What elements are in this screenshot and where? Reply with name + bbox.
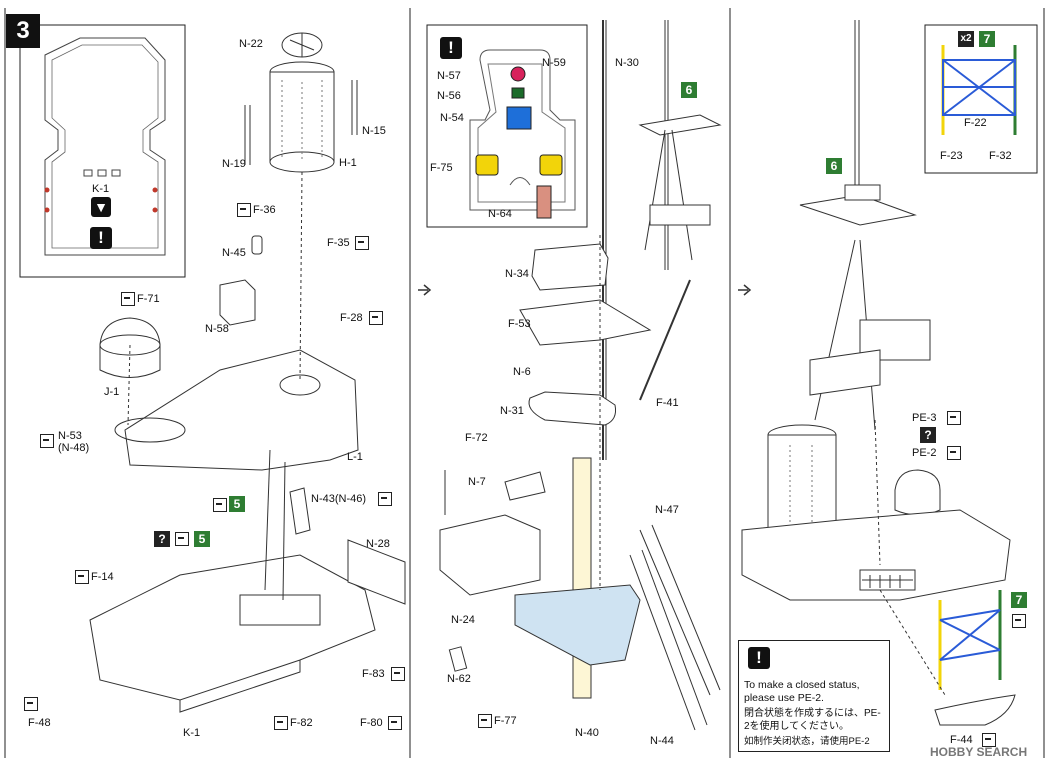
label-n28: N-28 <box>366 538 390 550</box>
direction-tag-icon <box>237 203 251 217</box>
step-ref-badge: 6 <box>681 82 697 98</box>
direction-tag-icon <box>391 667 405 681</box>
label-n59: N-59 <box>542 57 566 69</box>
label-f32: F-32 <box>989 150 1012 162</box>
label-f77: F-77 <box>494 715 517 727</box>
label-n6: N-6 <box>513 366 531 378</box>
label-k1: K-1 <box>183 727 201 739</box>
label-n57: N-57 <box>437 70 461 82</box>
label-f28: F-28 <box>340 312 363 324</box>
label-f83: F-83 <box>362 668 385 680</box>
label-j1: J-1 <box>104 386 120 398</box>
direction-tag-icon <box>478 714 492 728</box>
direction-tag-icon <box>369 311 383 325</box>
watermark: HOBBY SEARCH <box>930 745 1028 759</box>
label-f36: F-36 <box>253 204 276 216</box>
label-n31: N-31 <box>500 405 524 417</box>
note-chinese: 如制作关闭状态，请使用PE-2 <box>744 736 870 747</box>
label-n45: N-45 <box>222 247 246 259</box>
label-n56: N-56 <box>437 90 461 102</box>
label-k1-inset: K-1 <box>92 183 110 195</box>
direction-tag-icon <box>213 498 227 512</box>
step-ref-badge: 5 <box>194 531 210 547</box>
direction-tag-icon <box>175 532 189 546</box>
note-english: To make a closed status, please use PE-2… <box>744 679 860 704</box>
label-n43: N-43(N-46) <box>311 493 367 505</box>
label-n19: N-19 <box>222 158 246 170</box>
question-icon: ? <box>920 427 936 443</box>
note-japanese: 閉合状態を作成するには、PE-2を使用してください。 <box>744 708 881 732</box>
label-n15: N-15 <box>362 125 386 137</box>
label-n64: N-64 <box>488 208 512 220</box>
label-f71: F-71 <box>137 293 160 305</box>
label-l1: L-1 <box>347 451 363 463</box>
direction-tag-icon <box>947 411 961 425</box>
label-n30: N-30 <box>615 57 639 69</box>
direction-tag-icon <box>378 492 392 506</box>
step-ref-badge: 6 <box>826 158 842 174</box>
direction-tag-icon <box>24 697 38 711</box>
direction-tag-icon <box>121 292 135 306</box>
label-f53: F-53 <box>508 318 531 330</box>
label-f23: F-23 <box>940 150 963 162</box>
warning-icon: ! <box>90 227 112 249</box>
label-f44: F-44 <box>950 734 973 746</box>
label-f72: F-72 <box>465 432 488 444</box>
label-pe3: PE-3 <box>912 412 937 424</box>
label-f22: F-22 <box>964 117 987 129</box>
question-icon: ? <box>154 531 170 547</box>
label-n62: N-62 <box>447 673 471 685</box>
warning-icon: ! <box>440 37 462 59</box>
direction-tag-icon <box>274 716 288 730</box>
label-f35: F-35 <box>327 237 350 249</box>
label-h1: H-1 <box>339 157 357 169</box>
label-f75: F-75 <box>430 162 453 174</box>
label-pe2: PE-2 <box>912 447 937 459</box>
label-n54: N-54 <box>440 112 464 124</box>
step-ref-badge: 7 <box>979 31 995 47</box>
label-n48: (N-48) <box>58 442 90 454</box>
label-n47: N-47 <box>655 504 679 516</box>
label-f14: F-14 <box>91 571 114 583</box>
direction-tag-icon <box>40 434 54 448</box>
note-box: ! To make a closed status, please use PE… <box>738 640 890 752</box>
label-n40: N-40 <box>575 727 599 739</box>
label-f82: F-82 <box>290 717 313 729</box>
step-number: 3 <box>6 14 40 48</box>
label-f41: F-41 <box>656 397 679 409</box>
label-n24: N-24 <box>451 614 475 626</box>
quantity-badge: x2 <box>958 31 974 47</box>
direction-tag-icon <box>75 570 89 584</box>
direction-tag-icon <box>947 446 961 460</box>
direction-tag-icon <box>388 716 402 730</box>
direction-tag-icon <box>1012 614 1026 628</box>
direction-tag-icon <box>982 733 996 747</box>
warning-icon: ! <box>748 647 770 669</box>
step-ref-badge: 7 <box>1011 592 1027 608</box>
label-f48: F-48 <box>28 717 51 729</box>
label-n53: N-53 <box>58 430 82 442</box>
label-n34: N-34 <box>505 268 529 280</box>
label-n44: N-44 <box>650 735 674 747</box>
direction-tag-icon <box>355 236 369 250</box>
label-n7: N-7 <box>468 476 486 488</box>
step-ref-badge: 5 <box>229 496 245 512</box>
glue-icon: ▼ <box>91 197 111 217</box>
label-f80: F-80 <box>360 717 383 729</box>
label-n22: N-22 <box>239 38 263 50</box>
label-n58: N-58 <box>205 323 229 335</box>
